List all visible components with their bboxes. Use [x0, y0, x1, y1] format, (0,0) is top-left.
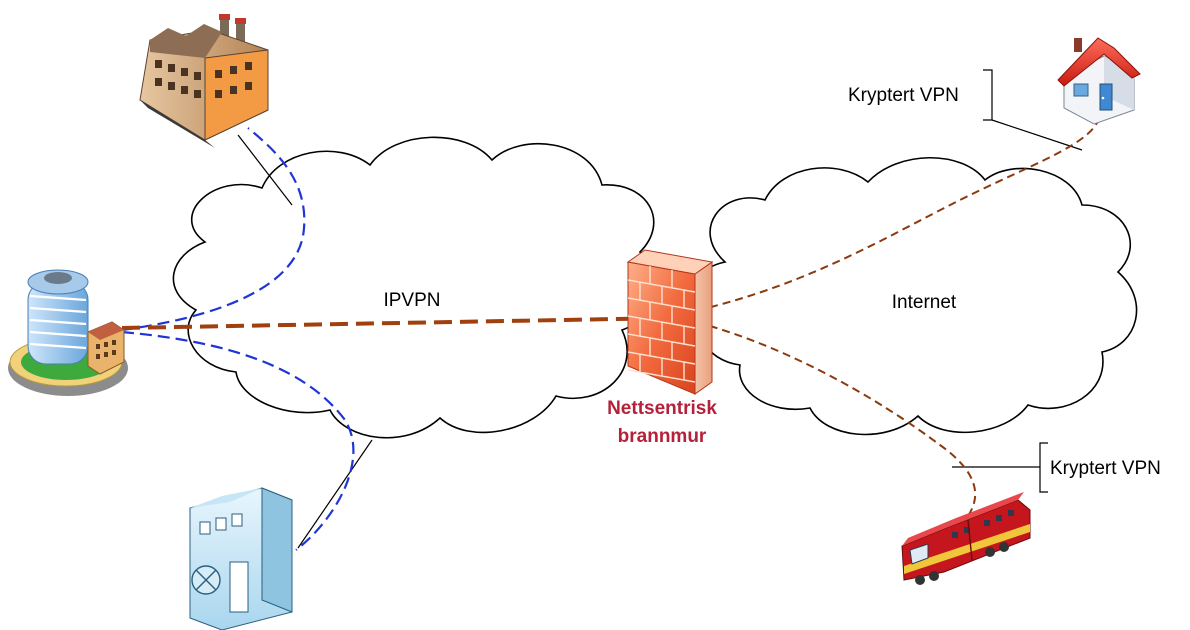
- firewall-train-vpn-link: [671, 315, 977, 521]
- house-icon: [1057, 37, 1141, 125]
- factory-connector-line: [237, 134, 293, 206]
- factory-icon: [139, 14, 269, 148]
- bottom-vpn-label: Kryptert VPN: [1050, 458, 1161, 479]
- top-vpn-bracket: [983, 69, 993, 121]
- home-callout-line: [991, 119, 1083, 151]
- bottom-vpn-bracket: [1039, 442, 1048, 493]
- firewall-label-line1: Nettsentrisk: [607, 398, 717, 419]
- internet-label: Internet: [892, 292, 957, 313]
- server-building-icon: [189, 487, 293, 630]
- internet-cloud: [695, 157, 1138, 436]
- ipvpn-label: IPVPN: [383, 290, 440, 311]
- top-vpn-label: Kryptert VPN: [848, 85, 959, 106]
- firewall-home-vpn-link: [671, 107, 1102, 317]
- train-icon: [901, 492, 1031, 585]
- ipvpn-cloud: [172, 136, 657, 439]
- firewall-brick-icon: [626, 249, 714, 395]
- office-firewall-vpn-link: [121, 316, 673, 330]
- firewall-label-line2: brannmur: [618, 426, 707, 447]
- office-building-icon: [8, 269, 128, 396]
- office-datacenter-ipvpn-link: [121, 330, 355, 551]
- datacenter-connector-line: [297, 439, 373, 549]
